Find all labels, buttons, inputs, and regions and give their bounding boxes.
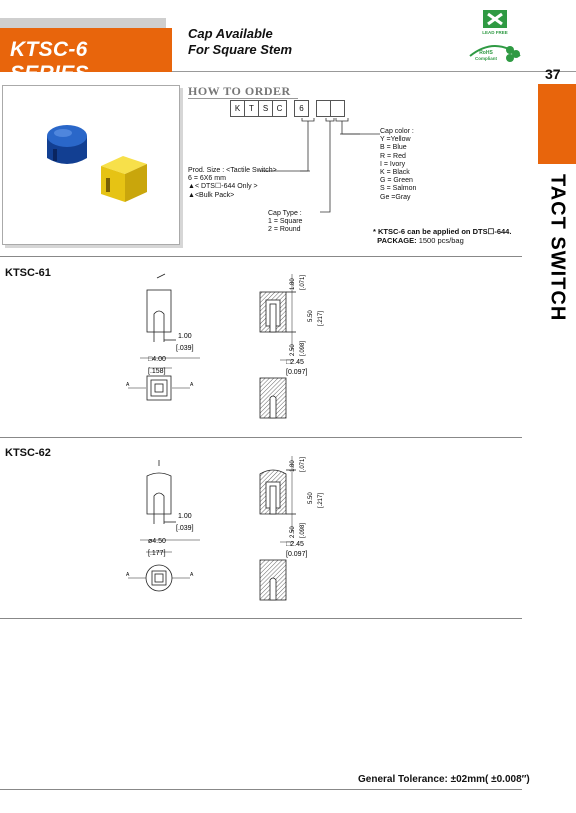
prod-size-line: < DTS☐-644 Only >: [194, 183, 258, 191]
side-tab-accent: [538, 84, 576, 164]
prod-size-block: Prod. Size : <Tactile Switch> 6 = 6X6 mm…: [188, 167, 277, 200]
ktsc62-section-view: 1.80 [.071] 5.50 [.217] 2.50 [.098] □2.4…: [259, 456, 324, 601]
order-code-boxes: K T S C 6: [230, 100, 345, 117]
dim-mid: 5.50: [308, 492, 314, 504]
dim-bot: 2.50: [290, 526, 296, 538]
series-subtitle: Cap Available For Square Stem: [188, 26, 292, 58]
order-leader-lines: [300, 118, 360, 213]
round-cap-image: [47, 125, 87, 164]
cap-color-option: G = Green: [380, 177, 413, 185]
code-box: T: [244, 100, 259, 117]
cap-color-heading: Cap color :: [380, 128, 414, 135]
ktsc61-section-view: 1.80 [.071] 5.50 [.217] 2.50 [.098] □2.4…: [259, 274, 324, 419]
series-banner: KTSC-6 SERIES: [0, 28, 172, 85]
ktsc62-label: KTSC-62: [5, 447, 51, 459]
ktsc61-front-view: 1.00 [.039] □4.00 [.158] A A: [126, 273, 200, 401]
section-rule: [0, 256, 522, 257]
side-tab-label: TACT SWITCH: [547, 174, 569, 321]
dim-top-in: [.071]: [300, 275, 306, 290]
dim-top: 1.80: [290, 460, 296, 472]
subtitle-line-1: Cap Available: [188, 26, 273, 41]
dim-width-in: [.039]: [176, 525, 194, 532]
dim-mid: 5.50: [308, 310, 314, 322]
badge-rohs-text: RoHS: [479, 50, 493, 56]
dim-width-in: [.039]: [176, 345, 194, 352]
package-value: 1500 pcs/bag: [418, 236, 464, 245]
cap-color-option: Ge =Gray: [380, 193, 411, 201]
dim-stem: □2.45: [286, 359, 304, 366]
dim-bot: 2.50: [290, 344, 296, 356]
dim-width: 1.00: [178, 513, 192, 520]
prod-size-line: 6 = 6X6 mm: [188, 175, 226, 183]
code-box: C: [272, 100, 287, 117]
dim-top: 1.80: [290, 278, 296, 290]
code-box: K: [230, 100, 245, 117]
dim-stem: □2.45: [286, 541, 304, 548]
cap-type-option: 1 = Square: [268, 218, 303, 226]
cap-type-heading: Cap Type :: [268, 210, 302, 217]
dim-stem-in: [0.097]: [286, 551, 307, 558]
svg-text:A: A: [190, 382, 194, 388]
lead-free-rohs-badge: LEAD FREE RoHS Compliant: [469, 10, 521, 62]
header-gray-strip: [0, 18, 166, 28]
square-cap-image: [101, 156, 147, 202]
prod-size-line: <Bulk Pack>: [194, 191, 235, 199]
prod-size-line: Prod. Size : <Tactile Switch>: [188, 167, 277, 174]
dim-width: 1.00: [178, 333, 192, 340]
prod-size-leader: [260, 170, 310, 172]
svg-text:A: A: [126, 382, 130, 388]
cap-color-option: R = Red: [380, 152, 406, 160]
triangle-icon: ▲: [188, 191, 195, 199]
clover-icon: [506, 46, 520, 62]
header-rule: [172, 71, 576, 72]
cap-color-option: Y =Yellow: [380, 136, 411, 144]
badge-compliant-text: Compliant: [475, 56, 498, 61]
dim-mid-in: [.217]: [318, 493, 324, 508]
cap-color-option: B = Blue: [380, 144, 407, 152]
how-to-order-rule: [188, 98, 298, 99]
triangle-icon: ▲: [188, 183, 195, 191]
code-box: [330, 100, 345, 117]
code-box: 6: [294, 100, 309, 117]
footer-rule: [0, 789, 522, 790]
section-rule: [0, 437, 522, 438]
general-tolerance: General Tolerance: ±02mm( ±0.008″): [358, 774, 530, 785]
svg-text:A: A: [126, 572, 130, 578]
cap-color-option: S = Salmon: [380, 185, 417, 193]
dim-diameter: ø4.50: [148, 538, 166, 545]
subtitle-line-2: For Square Stem: [188, 42, 293, 57]
badge-lead-free-text: LEAD FREE: [482, 30, 508, 35]
series-title: KTSC-6 SERIES: [10, 38, 89, 85]
ktsc62-front-view: 1.00 [.039] ø4.50 [.177] A A: [126, 460, 200, 592]
cap-color-list: Cap color : Y =Yellow B = Blue R = Red I…: [380, 128, 416, 202]
product-photo: [2, 85, 180, 245]
dim-square-in: [.158]: [148, 368, 166, 375]
dim-bot-in: [.098]: [300, 341, 306, 356]
section-rule: [0, 618, 522, 619]
package-label: PACKAGE:: [377, 236, 417, 245]
dim-bot-in: [.098]: [300, 523, 306, 538]
cap-type-block: Cap Type : 1 = Square 2 = Round: [268, 210, 302, 235]
note-line: * KTSC-6 can be applied on DTS☐-644.: [373, 227, 512, 236]
code-box: S: [258, 100, 273, 117]
cap-color-leader: [340, 133, 380, 135]
dim-mid-in: [.217]: [318, 311, 324, 326]
code-box: [316, 100, 331, 117]
dim-diameter-in: [.177]: [148, 550, 166, 557]
cap-type-option: 2 = Round: [268, 226, 301, 234]
dim-top-in: [.071]: [300, 457, 306, 472]
cap-color-option: I = Ivory: [380, 160, 406, 168]
application-note: * KTSC-6 can be applied on DTS☐-644. PAC…: [373, 227, 511, 245]
how-to-order-title: HOW TO ORDER: [188, 84, 291, 98]
page-number: 37: [545, 66, 561, 82]
svg-text:TACT SWITCH: TACT SWITCH: [547, 174, 569, 321]
ktsc61-label: KTSC-61: [5, 267, 51, 279]
dim-stem-in: [0.097]: [286, 369, 307, 376]
cap-color-option: K = Black: [380, 169, 410, 177]
svg-text:A: A: [190, 572, 194, 578]
dim-square: □4.00: [148, 356, 166, 363]
